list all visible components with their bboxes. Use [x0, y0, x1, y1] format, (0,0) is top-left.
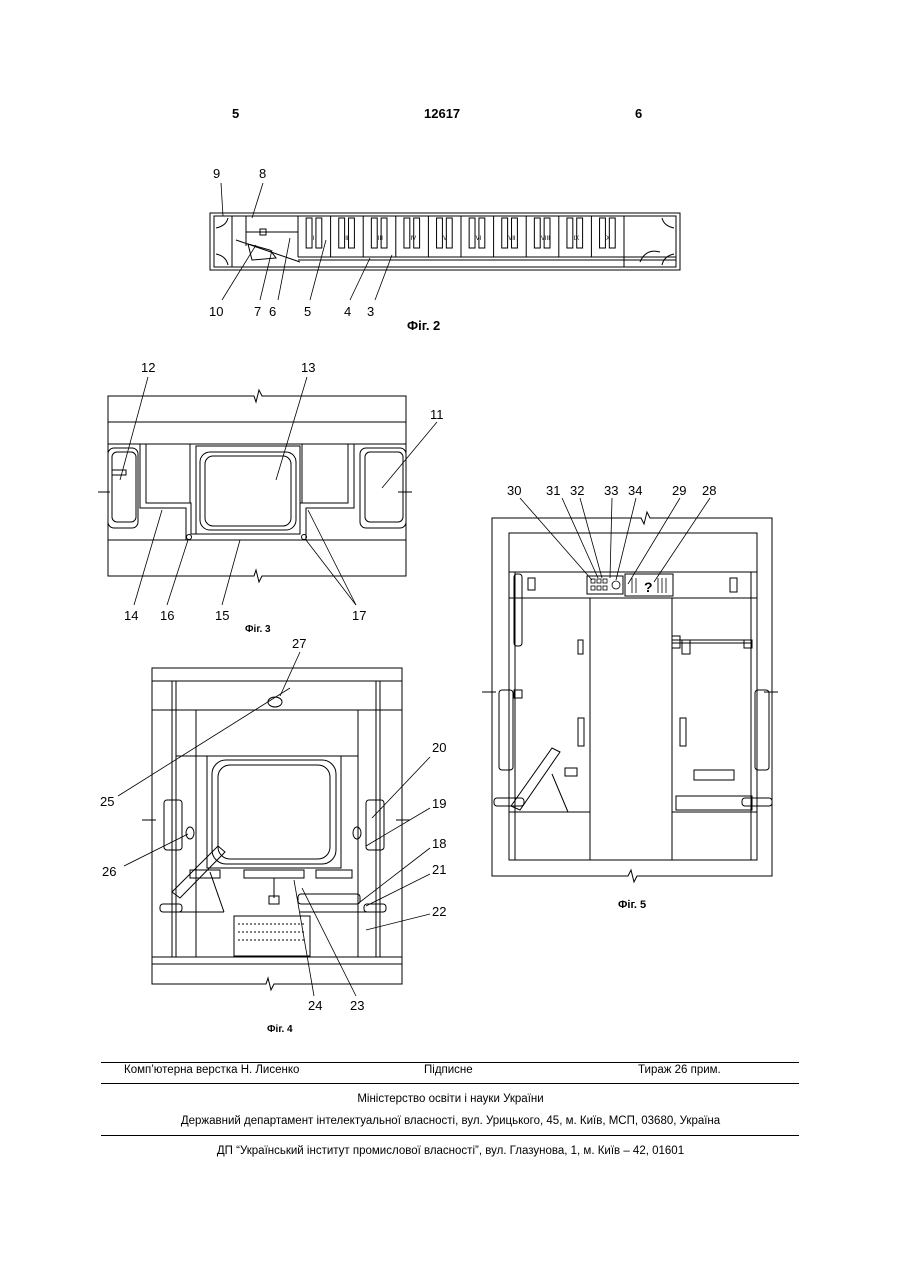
footer-print-run: Тираж 26 прим. [638, 1064, 721, 1076]
fig5-label-34: 34 [628, 483, 642, 498]
footer-rule-bottom [101, 1135, 799, 1136]
figure-5-corridor: ? 30 31 32 33 34 29 28 Фіг. 5 [0, 0, 901, 920]
fig5-label-31: 31 [546, 483, 560, 498]
fig4-label-24: 24 [308, 998, 322, 1013]
footer-department: Державний департамент інтелектуальної вл… [0, 1115, 901, 1127]
fig5-label-30: 30 [507, 483, 521, 498]
footer-ministry: Міністерство освіти і науки України [0, 1093, 901, 1105]
fig5-label-32: 32 [570, 483, 584, 498]
footer-rule-middle [101, 1083, 799, 1084]
fig4-label-23: 23 [350, 998, 364, 1013]
footer-rule-top [101, 1062, 799, 1063]
fig5-label-29: 29 [672, 483, 686, 498]
fig5-sign-question-mark: ? [644, 579, 653, 595]
footer-signed: Підписне [424, 1064, 473, 1076]
fig4-caption: Фіг. 4 [267, 1024, 293, 1035]
fig5-caption: Фіг. 5 [618, 899, 646, 911]
footer-institute: ДП “Український інститут промислової вла… [0, 1145, 901, 1157]
footer-layout-credit: Комп’ютерна верстка Н. Лисенко [124, 1064, 299, 1076]
fig5-label-28: 28 [702, 483, 716, 498]
fig5-label-33: 33 [604, 483, 618, 498]
